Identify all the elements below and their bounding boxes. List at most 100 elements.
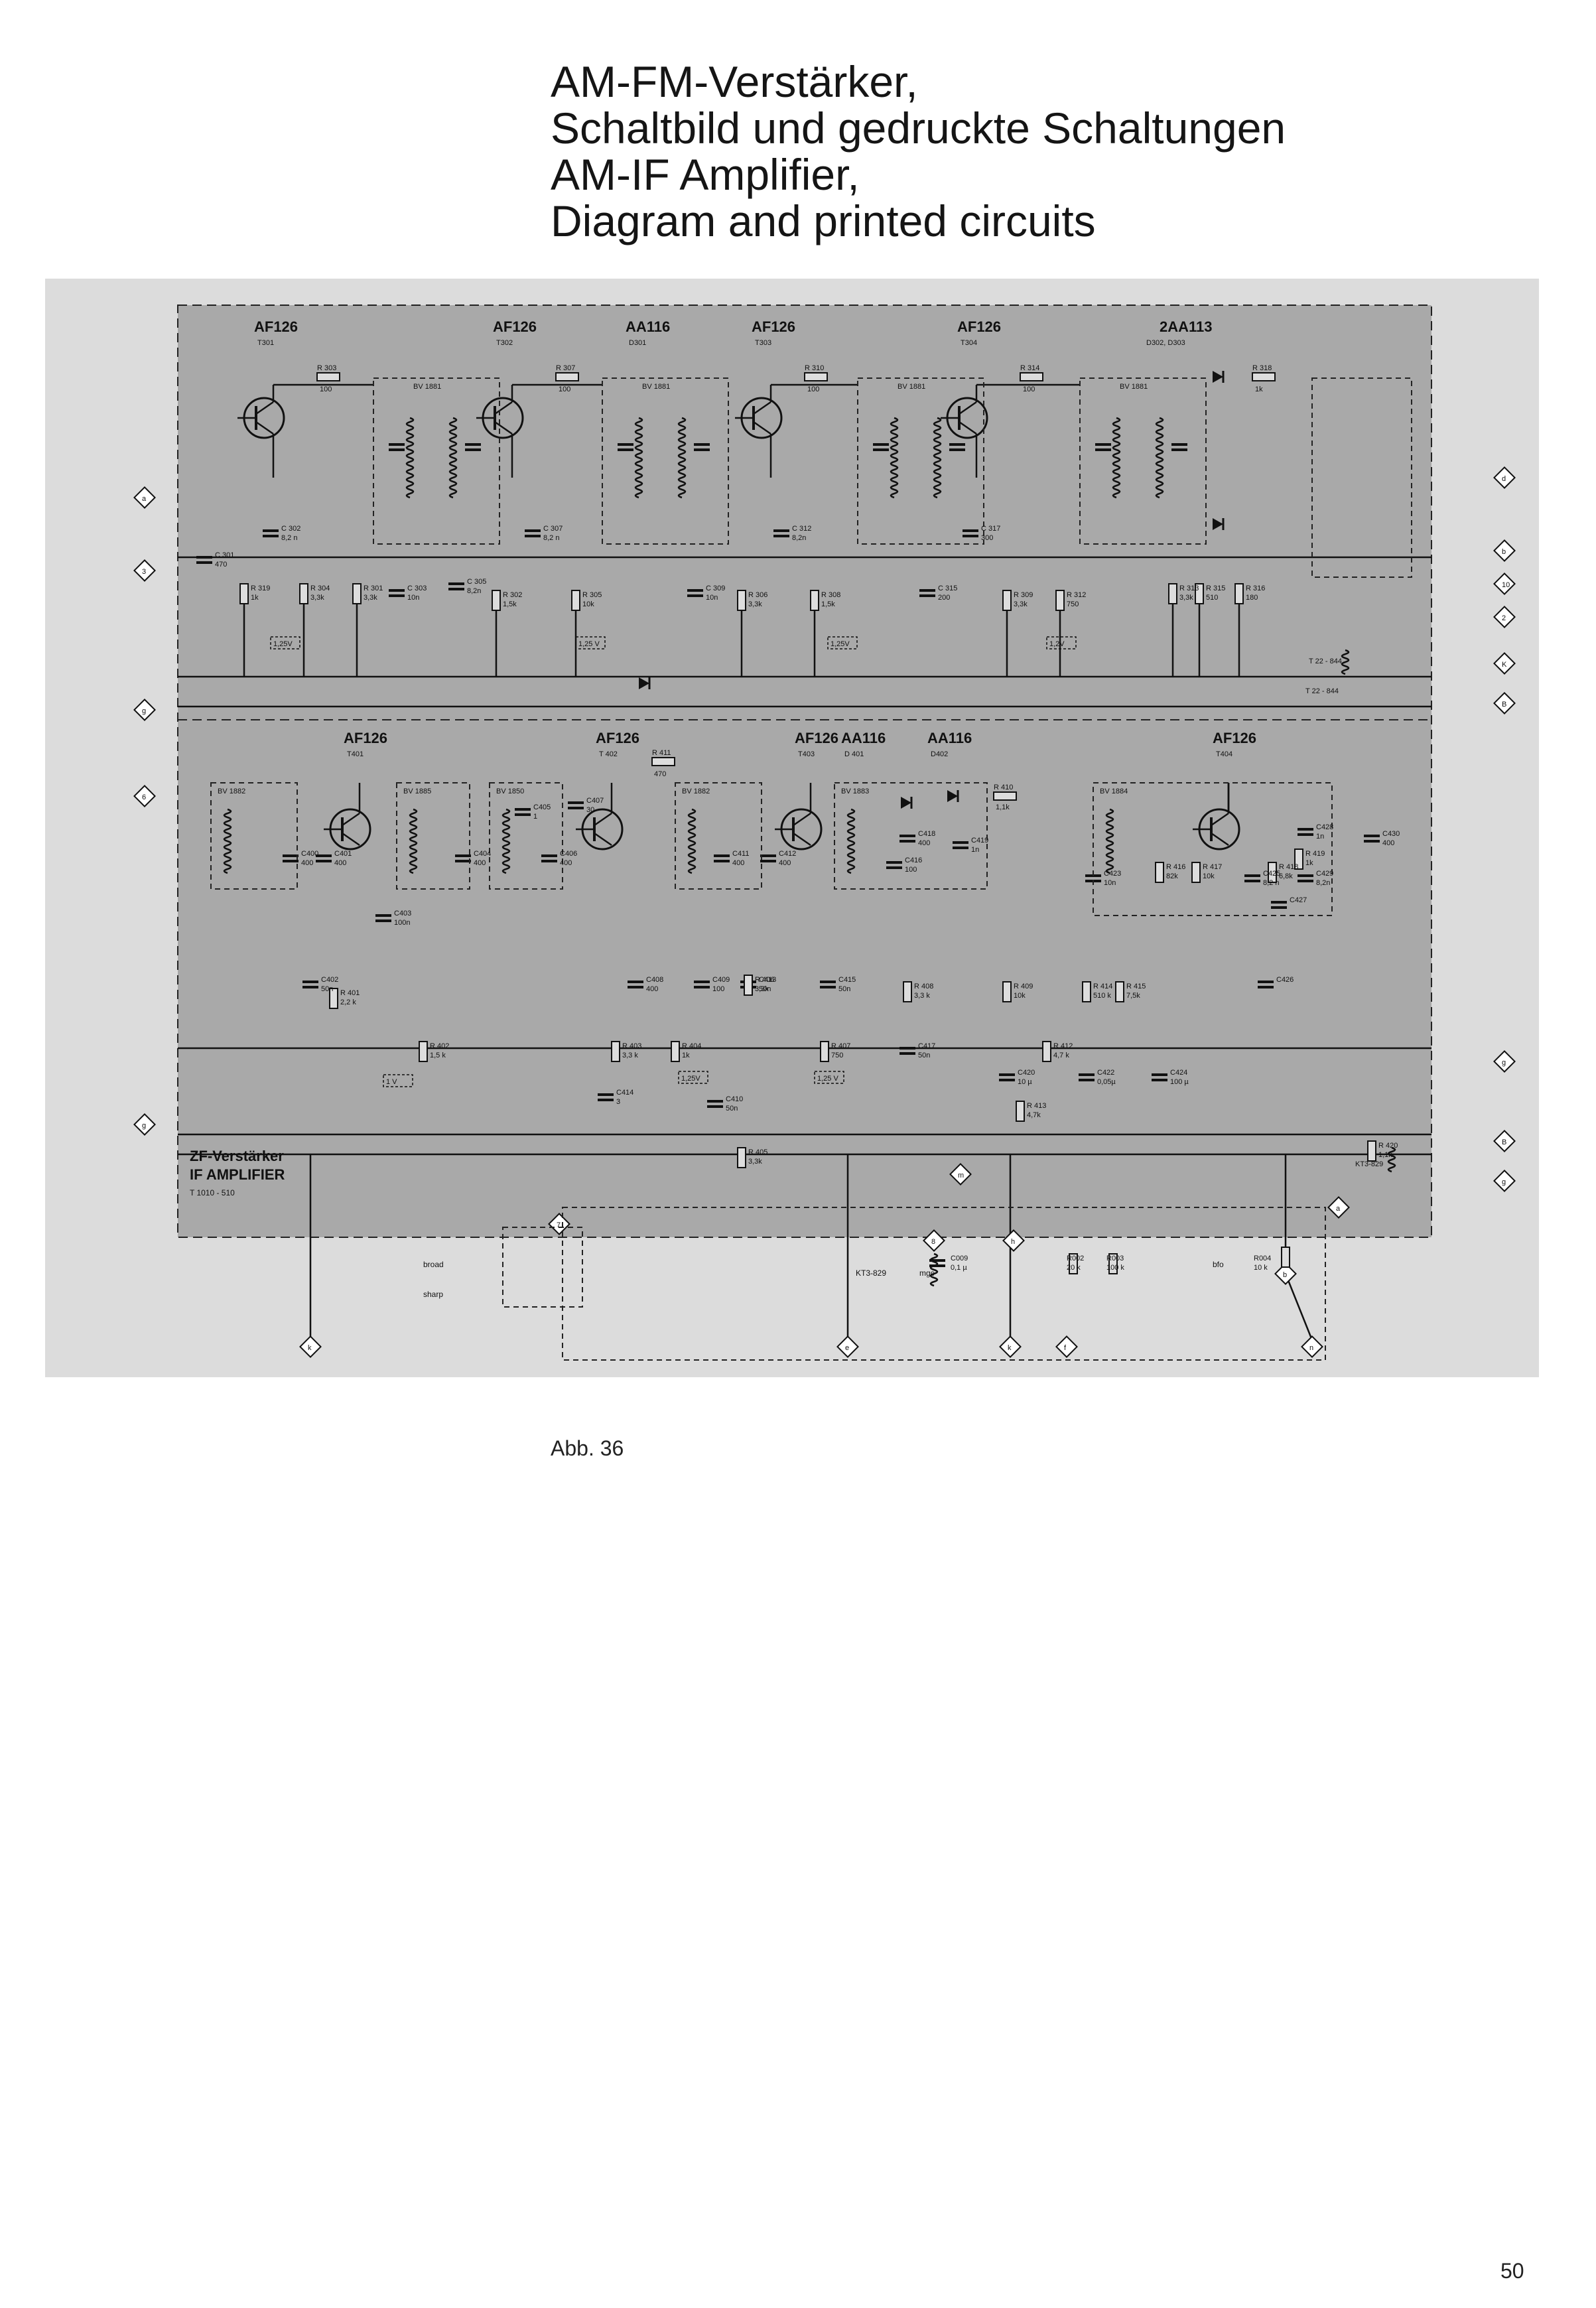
r410-value: 1,1k bbox=[996, 803, 1010, 811]
lower-row-resistor-ref: R 419 bbox=[1305, 850, 1325, 858]
r411-ref: R 411 bbox=[652, 749, 671, 757]
lower-row-resistor bbox=[1294, 849, 1303, 870]
lower-row-cap-ref: C418 bbox=[918, 830, 935, 838]
bottom-terminal bbox=[548, 1213, 570, 1235]
lower-transistor-3-collector bbox=[1211, 812, 1229, 827]
upper-transistor-type: AF126 bbox=[957, 318, 1001, 335]
upper-row-cap-ref: C 309 bbox=[706, 584, 725, 592]
upper-filter-box-2 bbox=[857, 377, 984, 545]
diode-d402-ref: D402 bbox=[931, 750, 948, 758]
lower-row-resistor-ref: R 416 bbox=[1166, 863, 1185, 871]
lower-row-cap-value: 8,2 n bbox=[1263, 879, 1279, 887]
upper-row-resistor-ref: R 305 bbox=[582, 591, 602, 599]
right-terminal bbox=[1493, 466, 1516, 489]
lower-filter-label: BV 1882 bbox=[218, 787, 245, 795]
upper-transistor-2-collector bbox=[753, 401, 771, 415]
upper-row-resistor-value: 180 bbox=[1246, 594, 1258, 602]
lower-row-cap-value: 100n bbox=[394, 919, 410, 927]
upper-filter-coil-a-3 bbox=[1112, 417, 1121, 499]
diode-d302-ref: D302, D303 bbox=[1146, 339, 1185, 347]
lower-filter-coil-4 bbox=[846, 808, 856, 874]
upper-transistor-2-emitter bbox=[753, 421, 771, 435]
upper-filter-coil-a-2 bbox=[890, 417, 899, 499]
lower-row-cap-ref: C407 bbox=[586, 797, 604, 805]
lower-transformer-coil bbox=[1387, 1146, 1396, 1173]
left-terminal-label: 3 bbox=[142, 568, 146, 576]
lower-row-cap-value: 50n bbox=[321, 985, 333, 993]
lower-transistor-ref: T401 bbox=[347, 750, 364, 758]
upper-voltage-3-text: 1,25V bbox=[831, 640, 850, 648]
lower-row-cap-ref: C417 bbox=[918, 1042, 935, 1050]
right-terminal bbox=[1493, 652, 1516, 675]
upper-row-cap-value: 8,2n bbox=[792, 534, 806, 542]
upper-voltage-1 bbox=[270, 636, 300, 649]
bottom-terminal bbox=[1055, 1335, 1078, 1358]
lower-row-cap-value: 400 bbox=[779, 859, 791, 867]
upper-top-resistor-value: 100 bbox=[320, 385, 332, 393]
diode-d401-ref: D 401 bbox=[844, 750, 864, 758]
mgc-label: mgc bbox=[919, 1268, 935, 1278]
lower-row-resistor-value: 10k bbox=[1203, 872, 1215, 880]
right-terminal-label: 10 bbox=[1502, 581, 1510, 589]
lower-row-resistor-value: 510 k bbox=[1093, 992, 1111, 1000]
right-terminal bbox=[1493, 606, 1516, 628]
lower-row-cap-ref: C425 bbox=[1263, 870, 1280, 878]
upper-transistor-1 bbox=[482, 397, 524, 439]
lower-row-cap-ref: C427 bbox=[1290, 896, 1307, 904]
upper-row-resistor bbox=[1195, 583, 1204, 604]
lower-filter-box-4 bbox=[834, 782, 988, 890]
lower-filter-box-1 bbox=[396, 782, 470, 890]
labels-group: AF126T301AF126T302AF126T303AF126T304AA11… bbox=[142, 318, 1510, 1352]
lower-filter-box-2 bbox=[489, 782, 563, 890]
upper-row-resistor bbox=[1168, 583, 1177, 604]
lower-row-resistor bbox=[329, 988, 338, 1009]
upper-filter-coil-a-1 bbox=[634, 417, 643, 499]
diode-d301-ref: D301 bbox=[629, 339, 646, 347]
upper-transformer-coil-1 bbox=[1341, 649, 1350, 675]
upper-top-resistor-ref: R 303 bbox=[317, 364, 336, 372]
upper-top-resistor bbox=[804, 372, 828, 381]
lower-filter-coil-1 bbox=[409, 808, 418, 874]
r411-resistor bbox=[651, 757, 675, 766]
lower-filter-coil-5 bbox=[1105, 808, 1114, 874]
lower-row-cap-value: 50n bbox=[726, 1105, 738, 1113]
upper-row-resistor-ref: R 309 bbox=[1014, 591, 1033, 599]
lower-row-cap-value: 1n bbox=[971, 846, 979, 854]
left-terminal-label: 6 bbox=[142, 793, 146, 801]
lower-transistor-0 bbox=[329, 808, 371, 850]
r002-value: 20 k bbox=[1067, 1264, 1081, 1272]
lower-transistor-type: AF126 bbox=[596, 730, 639, 746]
lower-row-cap-ref: C406 bbox=[560, 850, 577, 858]
lower-filter-box-3 bbox=[675, 782, 762, 890]
lower-row-resistor bbox=[1155, 862, 1164, 883]
left-terminal-label: a bbox=[142, 495, 147, 503]
lower-row-resistor bbox=[611, 1041, 620, 1062]
upper-transistor-0 bbox=[243, 397, 285, 439]
upper-transistor-type: AF126 bbox=[752, 318, 795, 335]
bottom-terminal bbox=[1274, 1262, 1297, 1285]
components-group bbox=[133, 371, 1516, 1361]
r410-resistor bbox=[993, 791, 1017, 801]
upper-transistor-type: AF126 bbox=[254, 318, 298, 335]
lower-row-resistor-ref: R 406 bbox=[755, 976, 774, 984]
lower-filter-coil-2 bbox=[501, 808, 511, 874]
lower-row-cap-value: 1n bbox=[1316, 833, 1324, 841]
upper-filter-coil-b-1 bbox=[677, 417, 687, 499]
lower-row-resistor bbox=[671, 1041, 680, 1062]
right-terminal-label: d bbox=[1502, 475, 1506, 483]
page-number: 50 bbox=[1500, 2259, 1524, 2283]
lower-row-cap-ref: C414 bbox=[616, 1089, 633, 1097]
upper-row-resistor-ref: R 306 bbox=[748, 591, 767, 599]
lower-row-cap-ref: C404 bbox=[474, 850, 491, 858]
r002-ref: R002 bbox=[1067, 1255, 1084, 1262]
detector-diode-lower bbox=[1213, 518, 1223, 530]
bottom-terminal bbox=[923, 1229, 945, 1252]
left-terminal bbox=[133, 785, 156, 807]
lower-row-cap-ref: C411 bbox=[732, 850, 749, 858]
upper-filter-box-3 bbox=[1079, 377, 1207, 545]
lower-transistor-ref: T 402 bbox=[599, 750, 618, 758]
lower-row-resistor-value: 1,5 k bbox=[430, 1052, 446, 1059]
lower-row-resistor-value: 4,7k bbox=[1027, 1111, 1041, 1119]
bottom-terminal-label: a bbox=[1336, 1205, 1341, 1213]
